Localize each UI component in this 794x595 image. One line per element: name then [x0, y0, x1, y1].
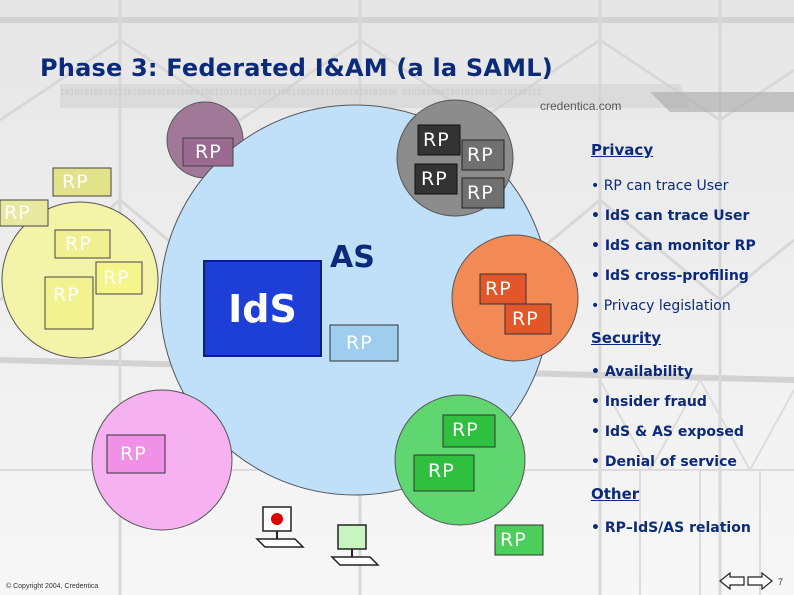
- rp-label: RP: [428, 460, 455, 482]
- binary-decoration: 1010101001011101000101001000010011010110…: [60, 88, 540, 97]
- rp-label: RP: [467, 144, 494, 166]
- security-heading: Security: [591, 329, 662, 347]
- brand-label: credentica.com: [540, 99, 622, 113]
- rp-label: RP: [485, 278, 512, 300]
- privacy-item: • IdS can trace User: [591, 208, 750, 224]
- other-item: • RP–IdS/AS relation: [591, 520, 751, 536]
- computer-icon: [330, 524, 380, 566]
- other-heading: Other: [591, 485, 640, 503]
- rp-label: RP: [346, 332, 373, 354]
- privacy-item: • Privacy legislation: [591, 298, 731, 314]
- privacy-item: • IdS cross-profiling: [591, 268, 749, 284]
- copyright: © Copyright 2004, Credentica: [6, 583, 99, 590]
- rp-label: RP: [120, 443, 147, 465]
- security-item: • Availability: [591, 364, 694, 380]
- rp-label: RP: [62, 171, 89, 193]
- rp-label: RP: [512, 308, 539, 330]
- right-arrow-icon: [747, 572, 773, 590]
- page-number: 7: [778, 577, 784, 587]
- rp-label: RP: [500, 529, 527, 551]
- privacy-heading: Privacy: [591, 141, 654, 159]
- rp-label: RP: [103, 267, 130, 289]
- rp-label: RP: [195, 141, 222, 163]
- security-item: • Denial of service: [591, 454, 737, 470]
- rp-label: RP: [53, 284, 80, 306]
- security-item: • IdS & AS exposed: [591, 424, 744, 440]
- rp-label: RP: [423, 129, 450, 151]
- privacy-item: • IdS can monitor RP: [591, 238, 756, 254]
- rp-label: RP: [421, 168, 448, 190]
- computer-icon: [255, 506, 305, 548]
- rp-label: RP: [65, 233, 92, 255]
- ids-box: IdS: [203, 260, 322, 357]
- page-title: Phase 3: Federated I&AM (a la SAML): [40, 54, 553, 82]
- privacy-item: • RP can trace User: [591, 178, 729, 194]
- rp-label: RP: [452, 419, 479, 441]
- rp-label: RP: [467, 182, 494, 204]
- security-item: • Insider fraud: [591, 394, 707, 410]
- left-arrow-icon: [719, 572, 745, 590]
- slide-nav: [719, 572, 773, 590]
- as-label: AS: [330, 240, 375, 275]
- rp-label: RP: [4, 202, 31, 224]
